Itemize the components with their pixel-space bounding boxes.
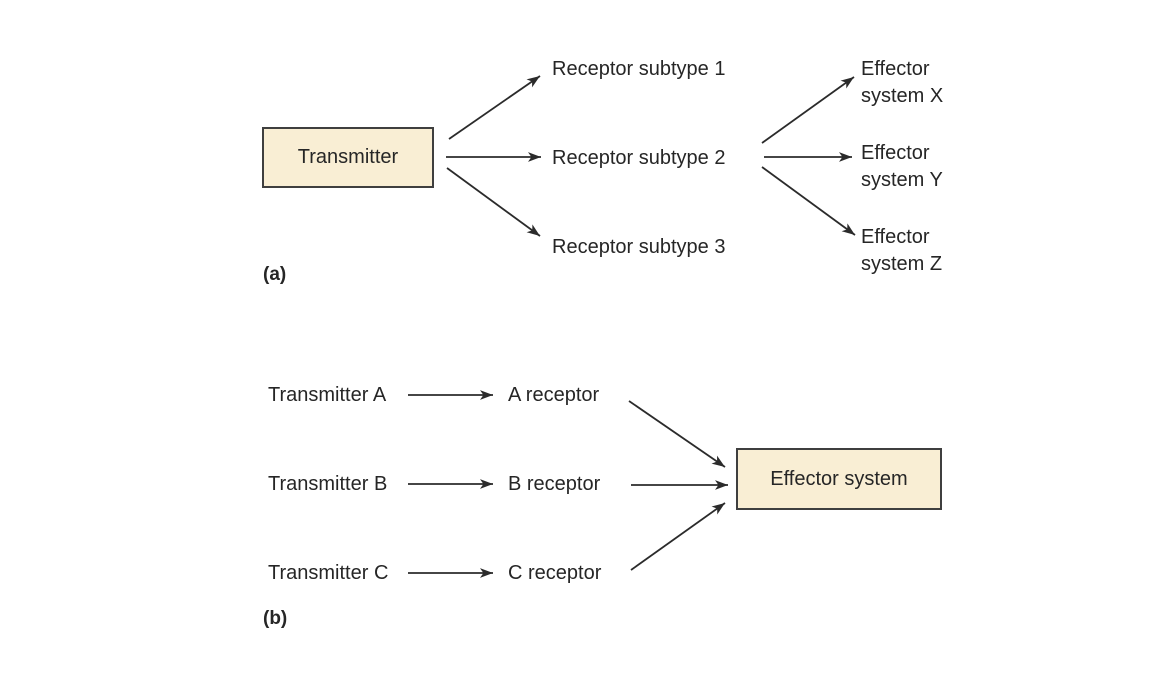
effector-system-z-line2: system Z [861,253,943,275]
arrow-transmitter-to-receptor-3 [446,167,541,237]
arrow-receptor2-to-effector-x [761,76,855,144]
arrow-transmitter-to-receptor-1 [448,75,541,140]
transmitter-box: Transmitter [262,127,434,188]
arrow-receptor-a-to-effector [628,400,726,468]
panel-a-label: (a) [263,264,287,285]
effector-system-y-label: Effector system Y [861,140,943,194]
effector-system-y-line1: Effector [861,142,930,164]
arrow-receptor2-to-effector-z [761,166,856,236]
b-receptor-label: B receptor [508,473,601,495]
transmitter-box-label: Transmitter [297,146,399,168]
effector-system-z-label: Effector system Z [861,224,942,278]
panel-b-label: (b) [263,608,288,629]
effector-system-x-label: Effector system X [861,56,943,110]
effector-system-x-line2: system X [861,85,944,107]
transmitter-b-label: Transmitter B [268,473,388,495]
effector-system-box-label: Effector system [770,467,908,490]
effector-system-box: Effector system [736,448,942,510]
receptor-subtype-1-label: Receptor subtype 1 [552,58,726,80]
a-receptor-label: A receptor [508,384,600,406]
transmitter-a-label: Transmitter A [268,384,387,406]
effector-system-z-line1: Effector [861,226,930,248]
transmitter-c-label: Transmitter C [268,562,389,584]
effector-system-y-line2: system Y [861,169,943,191]
receptor-subtype-3-label: Receptor subtype 3 [552,236,726,258]
effector-system-x-line1: Effector [861,58,930,80]
c-receptor-label: C receptor [508,562,602,584]
receptor-subtype-2-label: Receptor subtype 2 [552,147,726,169]
arrow-receptor-c-to-effector [630,502,726,571]
